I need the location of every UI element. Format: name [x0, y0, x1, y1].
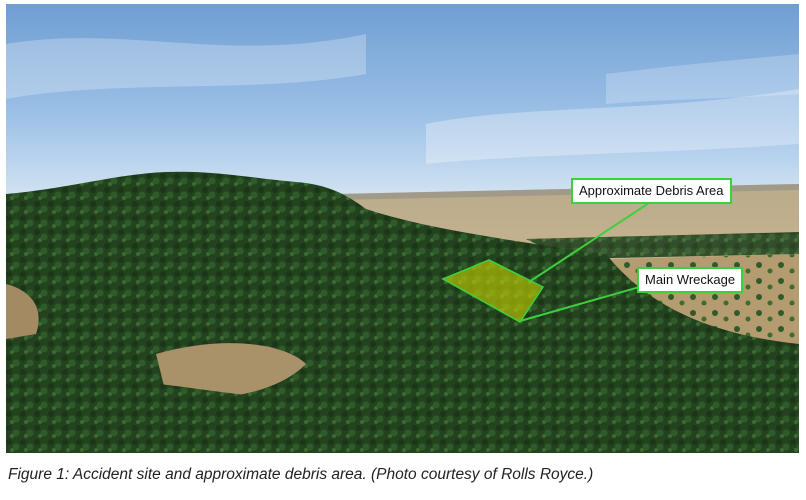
- debris-area-label: Approximate Debris Area: [571, 178, 732, 204]
- figure-caption: Figure 1: Accident site and approximate …: [8, 466, 594, 483]
- aerial-accident-site-photo: [6, 4, 799, 453]
- main-wreckage-label: Main Wreckage: [637, 267, 744, 293]
